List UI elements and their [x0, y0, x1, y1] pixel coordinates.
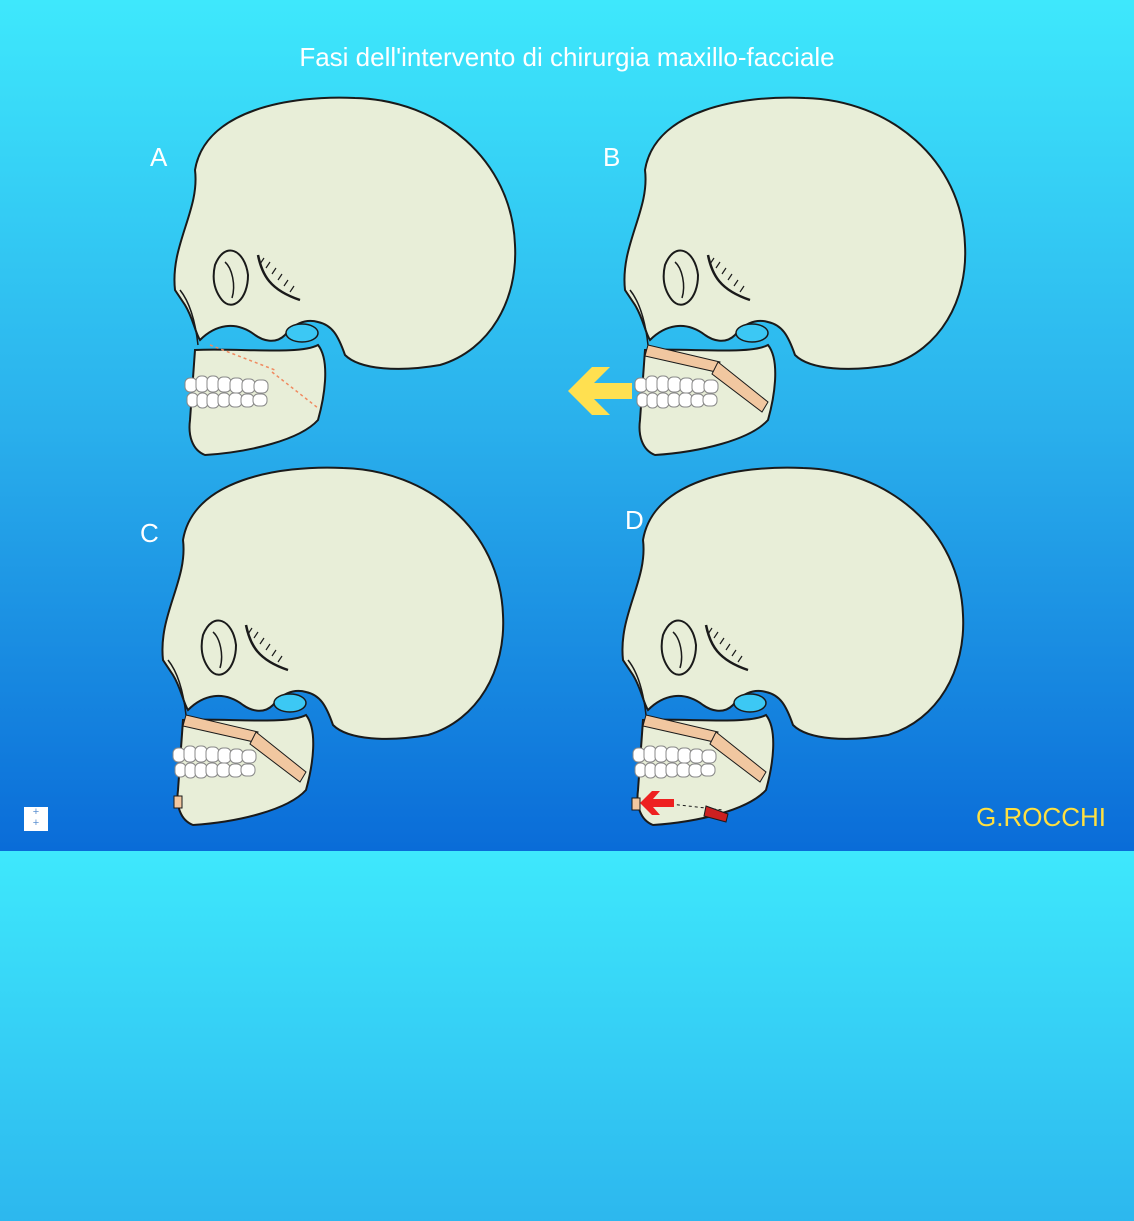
skull-illustration-a: [173, 96, 517, 457]
panel-label-b: B: [603, 142, 621, 172]
skull-illustration-c: [161, 466, 505, 827]
skull-illustration-d: [621, 466, 965, 827]
panel-label-c: C: [140, 518, 159, 548]
panel-label-a: A: [150, 142, 168, 172]
page-title: Fasi dell'intervento di chirurgia maxill…: [299, 42, 835, 72]
panel-label-d: D: [625, 505, 644, 535]
arrow-left-red-icon: [640, 791, 674, 815]
author-credit: G.ROCCHI: [976, 802, 1106, 832]
skull-illustration-b: [623, 96, 967, 457]
arrow-left-icon: [568, 367, 632, 415]
plus-icon[interactable]: ++: [24, 807, 48, 831]
